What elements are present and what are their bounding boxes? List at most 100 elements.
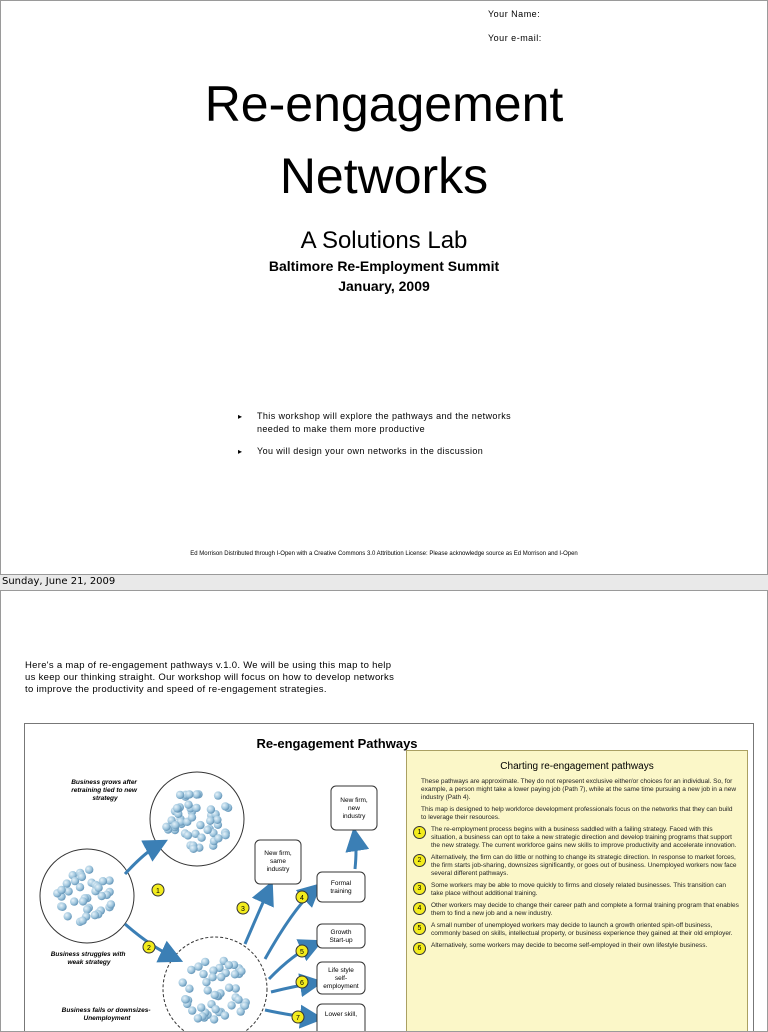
bubble-dot [197, 833, 206, 842]
panel-item-text: The re-employment process begins with a … [431, 826, 737, 849]
bubble-dot [78, 916, 87, 925]
lifestyle-box [316, 961, 366, 995]
grows-circle [149, 771, 245, 867]
bubble-dot [192, 790, 201, 799]
bubble-dot [240, 1001, 250, 1010]
bubble-dot [172, 803, 182, 813]
bubble-dot [98, 877, 108, 886]
badge-4-number: 4 [300, 895, 304, 902]
struggles-label: Business struggles with weak strategy [51, 951, 128, 966]
bubble-dot [197, 1003, 206, 1012]
panel-item-text: Alternatively, the firm can do little or… [431, 854, 737, 877]
bubble-dot [64, 887, 73, 896]
bubble-dot [210, 990, 219, 1000]
grows-label: Business grows after retraining tied to … [71, 779, 139, 802]
bubble-dot [217, 972, 226, 982]
badge-1 [151, 883, 165, 897]
bullet-item: ▸ This workshop will explore the pathway… [238, 410, 528, 436]
path-4-arrow [263, 882, 322, 960]
bubble-dot [231, 984, 240, 993]
badge-2-number: 2 [147, 945, 151, 952]
badge-7-number: 7 [296, 1015, 300, 1022]
bubble-dot [70, 897, 79, 906]
number-badge: 5 [413, 922, 426, 935]
badge-5-number: 5 [300, 949, 304, 956]
panel-list: 1 The re-employment process begins with a… [407, 826, 747, 955]
bubble-dot [90, 911, 100, 920]
bubble-dot [230, 970, 240, 979]
path-3-arrow [243, 880, 274, 945]
map-title: Re-engagement Pathways [256, 736, 417, 751]
bubble-dot [187, 813, 197, 822]
subtitle: A Solutions Lab [300, 227, 468, 254]
bubble-dot [178, 978, 187, 987]
bubble-dot [224, 961, 233, 970]
bubble-dot [199, 969, 208, 979]
bubble-dot [236, 1007, 245, 1016]
number-badge: 4 [413, 902, 426, 915]
bubble-dot [184, 800, 193, 809]
bubble-dot [62, 879, 71, 888]
struggles-circle [39, 848, 135, 944]
bubble-dot [58, 902, 67, 911]
panel-list-item: 6 Alternatively, some workers may decide … [413, 942, 739, 955]
bubble-dot [70, 876, 80, 886]
bubble-dot [85, 865, 94, 874]
bubble-dot [192, 803, 201, 813]
badge-6 [295, 975, 309, 989]
badge-1-number: 1 [156, 888, 160, 895]
bubble-dot [78, 897, 88, 906]
new-firm-new-industry-box [330, 785, 378, 831]
lower-skill-box [316, 1003, 366, 1031]
bubble-dot [189, 844, 198, 853]
panel-list-item: 5 A small number of unemployed workers ma… [413, 922, 739, 938]
bubble-dot [196, 820, 205, 830]
panel-item-text: Alternatively, some workers may decide t… [431, 942, 708, 949]
bubble-dot [77, 872, 87, 882]
bubble-cluster [162, 790, 233, 853]
path-7-arrow [264, 1004, 324, 1029]
bubble-cluster [178, 956, 250, 1024]
bubble-dot [237, 967, 246, 976]
intro-text: Here's a map of re-engagement pathways v… [25, 660, 395, 695]
bubble-dot [83, 905, 92, 914]
number-badge: 6 [413, 942, 426, 955]
number-badge: 1 [413, 826, 426, 839]
bubble-dot [211, 1005, 220, 1014]
bubble-dot [57, 885, 66, 895]
panel-item-text: Some workers may be able to move quickly… [431, 882, 727, 897]
bullet-text: This workshop will explore the pathways … [257, 411, 512, 434]
path-6-arrow [270, 973, 324, 998]
bubble-dot [194, 962, 203, 971]
slide-map: Here's a map of re-engagement pathways v… [0, 590, 768, 1032]
growth-startup-box [316, 923, 366, 949]
bubble-dot [97, 891, 106, 901]
bubble-dot [203, 986, 212, 995]
bubble-dot [221, 831, 230, 840]
bullet-arrow-icon: ▸ [238, 412, 243, 421]
panel-item-text: A small number of unemployed workers may… [431, 922, 733, 937]
page-date: Sunday, June 21, 2009 [2, 576, 116, 587]
pathways-map: Re-engagement Pathways Business grows af… [24, 723, 754, 1031]
badge-3-number: 3 [241, 906, 245, 913]
bubble-dot [213, 791, 223, 800]
bubble-dot [191, 829, 200, 838]
bubble-dot [201, 957, 210, 967]
event-name: Baltimore Re-Employment Summit [268, 258, 500, 274]
panel-list-item: 1 The re-employment process begins with a… [413, 826, 739, 850]
bubble-dot [75, 883, 85, 892]
bubble-dot [171, 821, 180, 830]
path-4b-arrow [345, 827, 370, 870]
event-date: January, 2009 [338, 278, 430, 294]
bubble-dot [227, 1001, 236, 1010]
your-email-label: Your e-mail: [488, 33, 542, 43]
bullet-arrow-icon: ▸ [238, 447, 243, 456]
slide-title: Your Name: Your e-mail: Re-engagement Ne… [0, 0, 768, 575]
bubble-dot [208, 973, 217, 982]
